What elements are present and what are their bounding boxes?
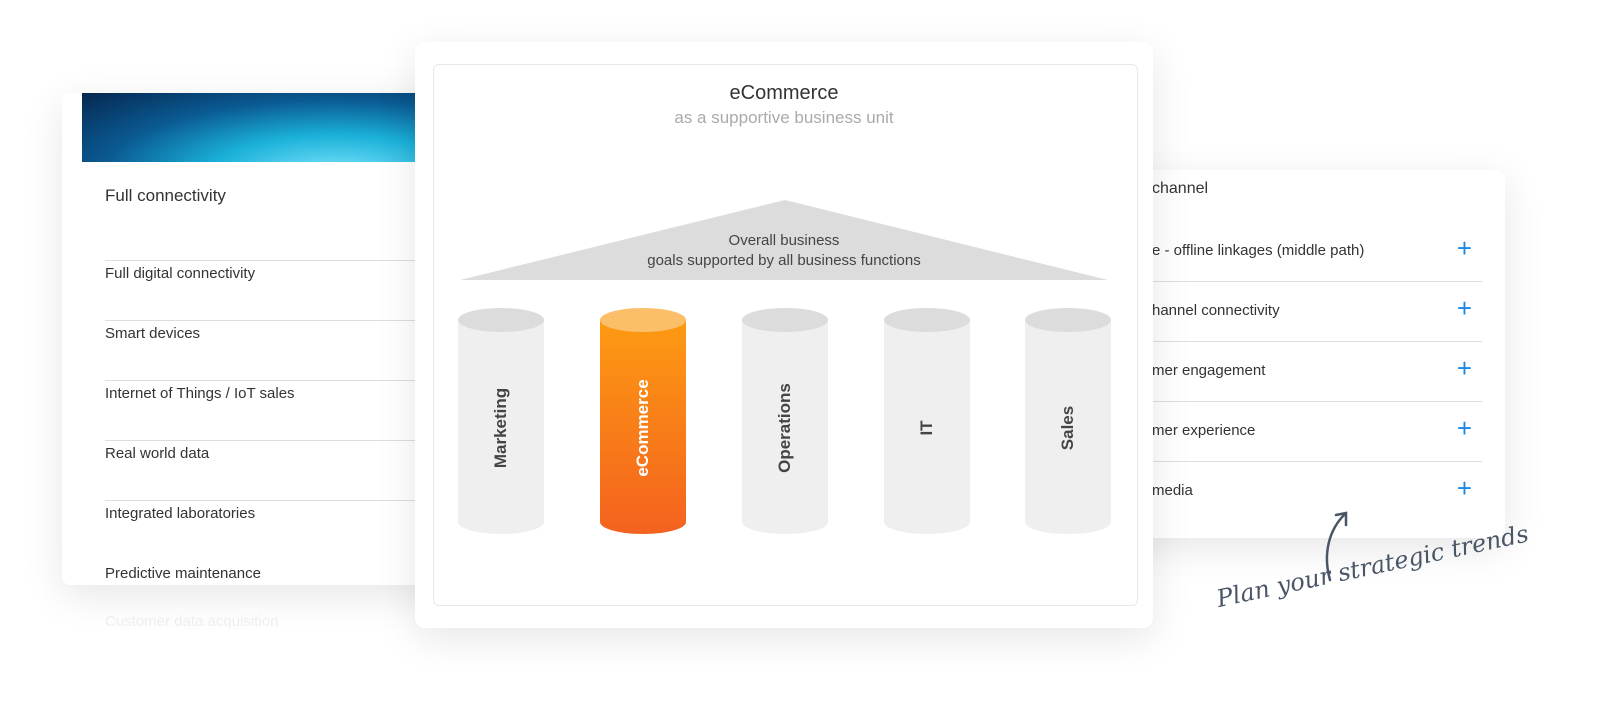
pillar-label: Operations <box>775 383 794 473</box>
pillar-label: Marketing <box>491 387 510 469</box>
diagram-title: eCommerce <box>729 82 839 104</box>
left-card: Full connectivity Full digital connectiv… <box>62 93 442 585</box>
list-item-label: Full digital connectivity <box>105 265 256 282</box>
globe-network-image <box>82 93 442 162</box>
left-card-title: Full connectivity <box>105 186 226 205</box>
diagram-subtitle: as a supportive business unit <box>674 108 894 127</box>
list-item-label: Smart devices <box>105 325 201 342</box>
list-item[interactable]: Internet of Things / IoT sales <box>105 320 442 402</box>
trend-item-label: hannel connectivity <box>1152 302 1280 319</box>
pillar-label: IT <box>917 420 936 436</box>
pillar-marketing: Marketing <box>458 308 544 534</box>
pillar-ecommerce: eCommerce <box>600 308 686 534</box>
list-item-label: Integrated laboratories <box>105 505 256 522</box>
trend-item-label: mer experience <box>1152 422 1256 439</box>
plus-icon[interactable]: + <box>1456 353 1472 383</box>
list-item-label: Predictive maintenance <box>105 565 261 582</box>
trend-item[interactable]: mer engagement + <box>1152 341 1482 402</box>
list-item[interactable]: Predictive maintenance <box>105 500 442 582</box>
plus-icon[interactable]: + <box>1456 233 1472 263</box>
trend-item[interactable]: mer experience + <box>1152 401 1482 462</box>
pillar-label: Sales <box>1058 405 1077 451</box>
list-item-label: Internet of Things / IoT sales <box>105 385 295 402</box>
trend-item[interactable]: hannel connectivity + <box>1152 281 1482 342</box>
arrow-icon <box>1325 511 1348 582</box>
list-item[interactable]: Smart devices <box>105 260 442 342</box>
pillar-sales: Sales <box>1025 308 1111 534</box>
roof-line-2: goals supported by all business function… <box>647 252 921 269</box>
trend-item-label: mer engagement <box>1152 362 1266 379</box>
roof-line-1: Overall business <box>728 232 840 249</box>
faded-list-item: Customer data acquisition <box>105 613 279 630</box>
trend-item[interactable]: e - offline linkages (middle path) + <box>1152 221 1482 282</box>
trend-item-label: e - offline linkages (middle path) <box>1152 242 1365 259</box>
list-item-label: Real world data <box>105 445 210 462</box>
right-card-title: channel <box>1152 180 1209 197</box>
trend-item[interactable]: media + <box>1152 461 1482 521</box>
list-item[interactable]: Real world data <box>105 380 442 462</box>
roof-triangle <box>460 200 1108 280</box>
plus-icon[interactable]: + <box>1456 473 1472 503</box>
list-item[interactable]: Full digital connectivity <box>105 200 442 282</box>
roof-text: Overall business goals supported by all b… <box>460 231 1108 271</box>
list-item[interactable]: Integrated laboratories <box>105 440 442 522</box>
trend-item-label: media <box>1152 482 1193 499</box>
plus-icon[interactable]: + <box>1456 293 1472 323</box>
pillar-label: eCommerce <box>633 379 652 477</box>
pillar-operations: Operations <box>742 308 828 534</box>
pillar-it: IT <box>884 308 970 534</box>
plus-icon[interactable]: + <box>1456 413 1472 443</box>
